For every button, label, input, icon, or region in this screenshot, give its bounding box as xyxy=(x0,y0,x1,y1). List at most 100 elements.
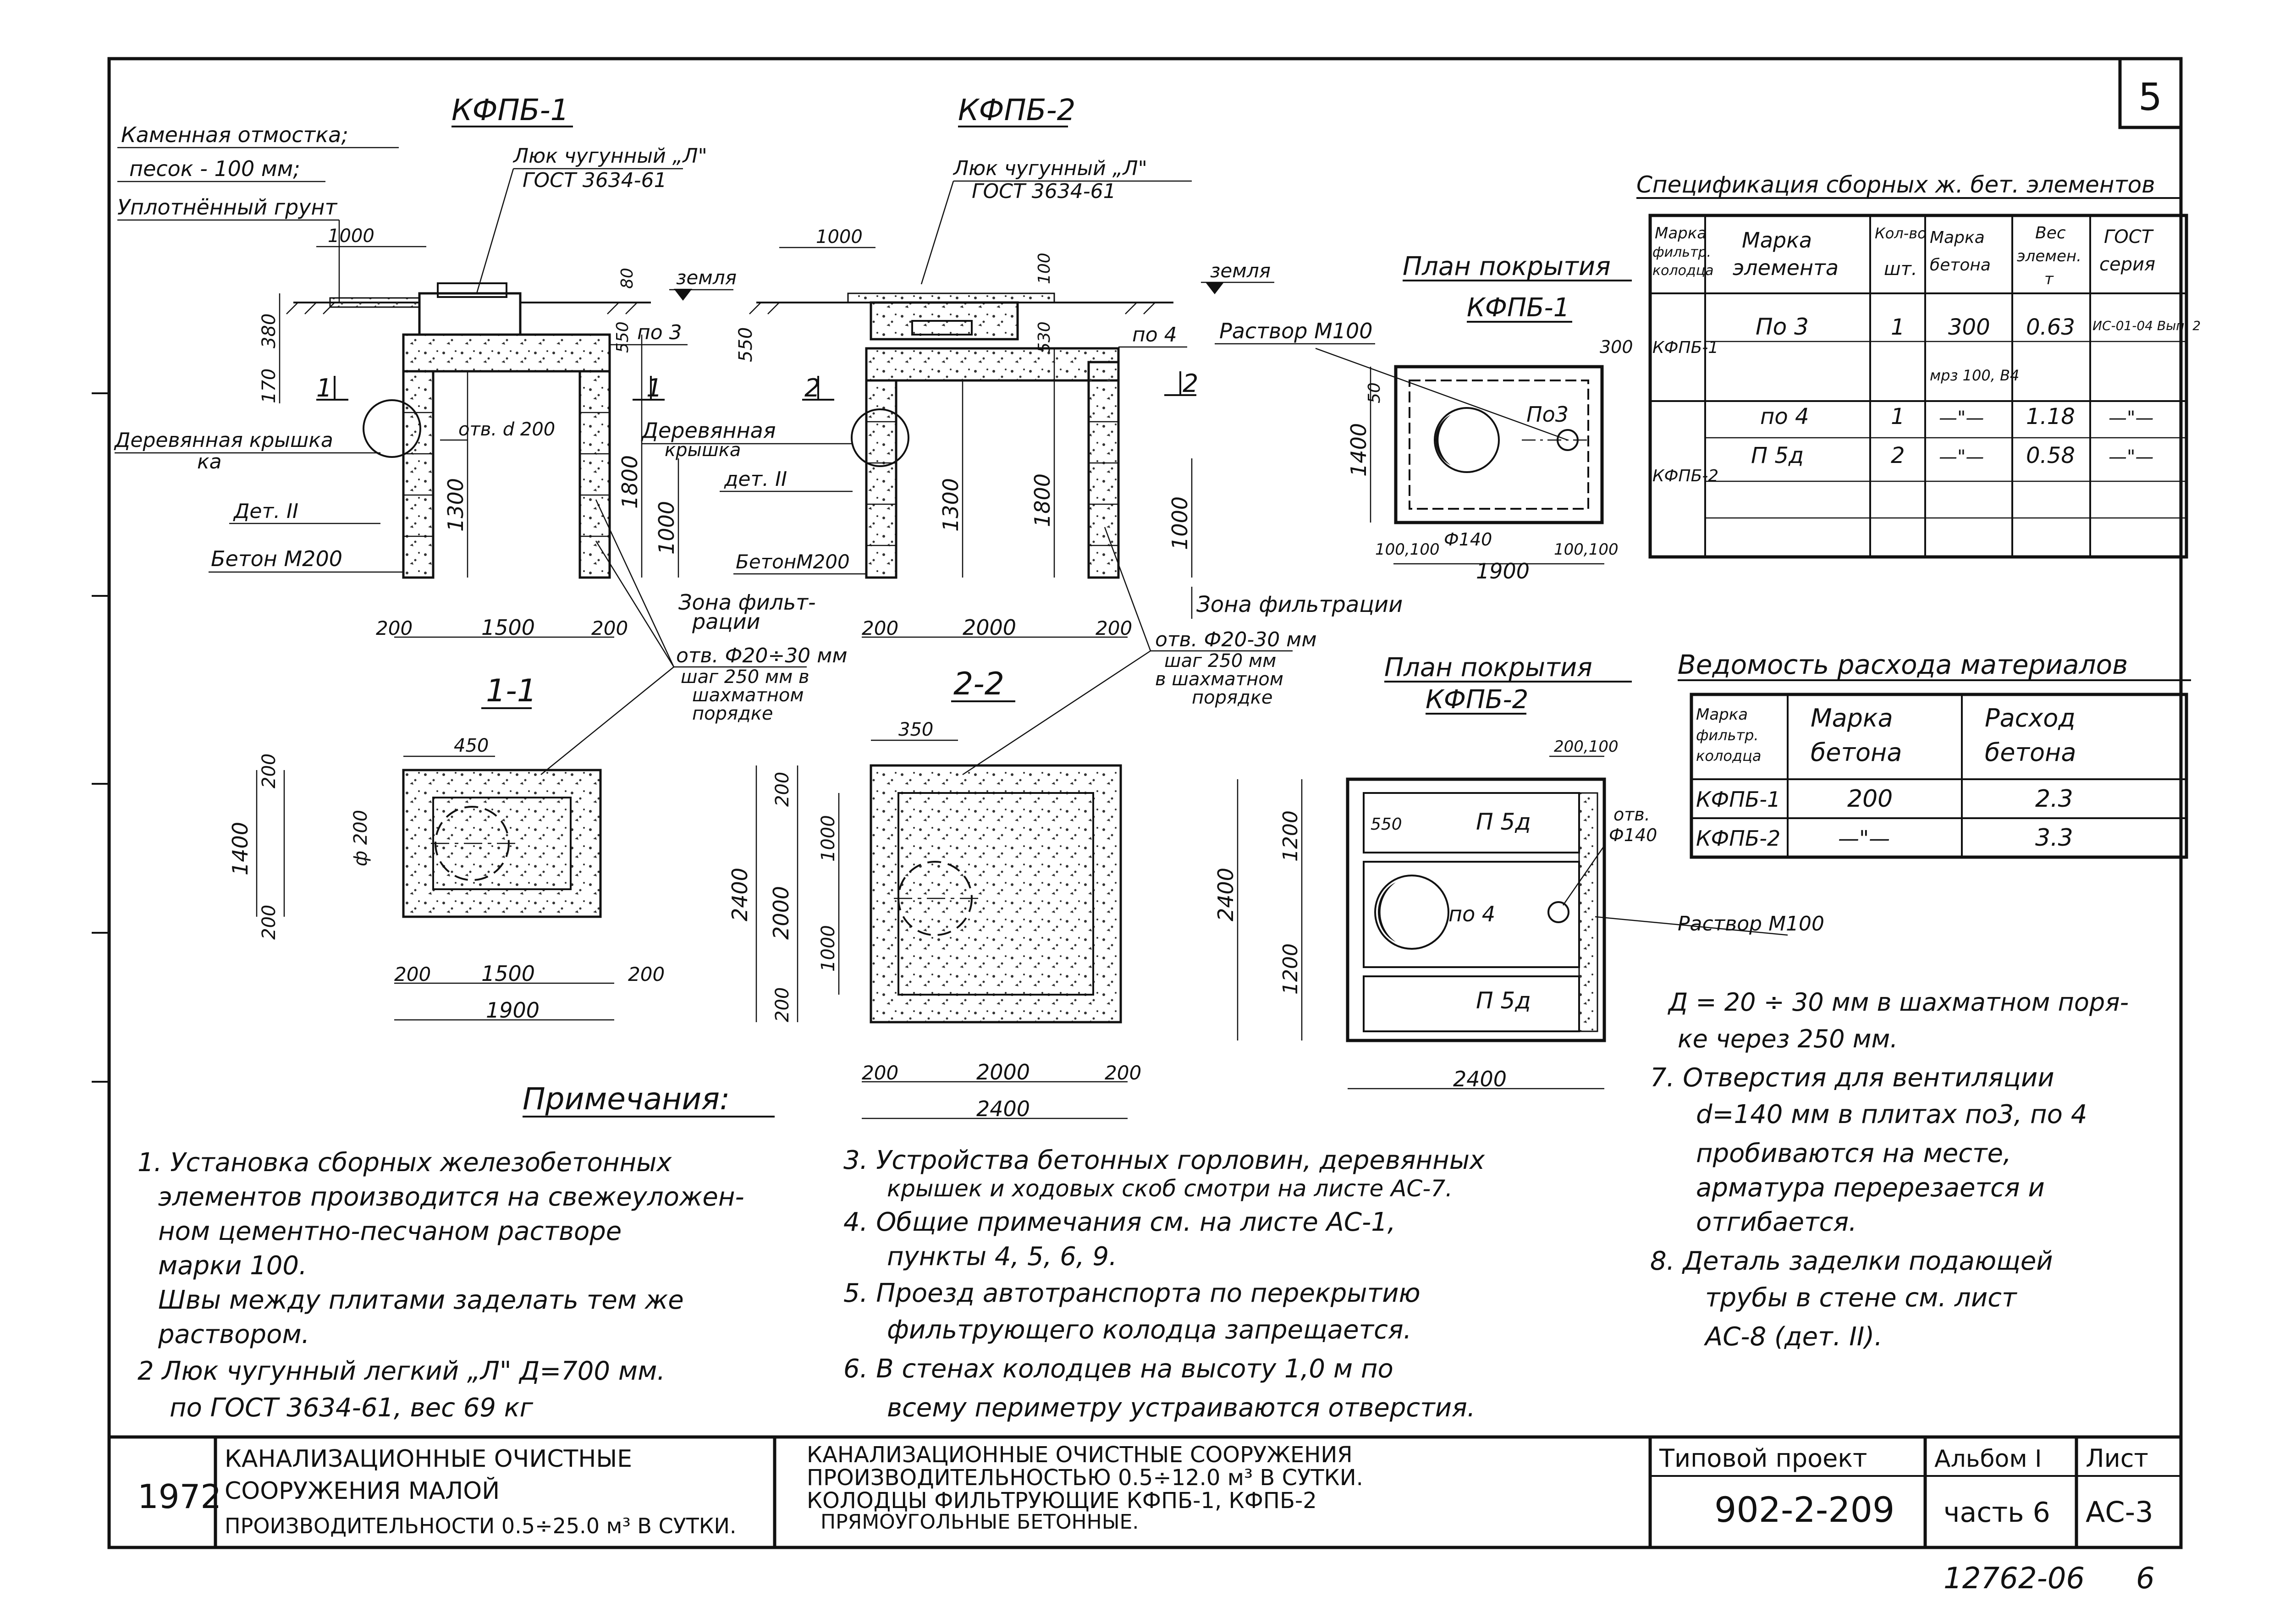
note8-l1: 8. Деталь заделки подающей xyxy=(1650,1246,2053,1276)
det2-right: дет. II xyxy=(724,468,787,491)
note7-l4: арматура перерезается и xyxy=(1696,1173,2045,1203)
po3-label: по 3 xyxy=(637,321,682,344)
otv-right-4: порядке xyxy=(1192,687,1273,708)
s11-dim-200-r: 200 xyxy=(628,963,665,985)
kfpb1-dim-1300: 1300 xyxy=(443,478,468,532)
beton-left: Бетон М200 xyxy=(211,546,342,571)
spec-r1-ves: 0.63 xyxy=(2026,314,2075,340)
kfpb1-section: КФПБ-1 Каменная отмостка; песок - 100 мм… xyxy=(114,94,848,775)
mat-r2-rashod: 3.3 xyxy=(2035,824,2073,852)
note6-cont-l1: Д = 20 ÷ 30 мм в шахматном поря- xyxy=(1668,988,2129,1017)
zona-left-2: рации xyxy=(692,609,760,634)
note2-l1: 2 Люк чугунный легкий „Л" Д=700 мм. xyxy=(138,1356,665,1386)
materials-table-title: Ведомость расхода материалов xyxy=(1678,649,2128,680)
section-2-2: 2-2 350 200 2400 2000 1000 1000 200 200 … xyxy=(727,666,1141,1121)
cut2-right: 2 xyxy=(1183,369,1198,398)
hatch-label-left: Люк чугунный „Л" xyxy=(512,144,707,168)
cut1-left: 1 xyxy=(316,374,332,402)
plan1-po3: По3 xyxy=(1526,402,1569,427)
plan1-dim-100-l: 100,100 xyxy=(1375,540,1440,559)
note3-l2: крышек и ходовых скоб смотри на листе АС… xyxy=(887,1175,1453,1202)
s22-dim-200-t: 200 xyxy=(772,772,793,807)
kfpb2-dim-1000-b: 1000 xyxy=(1167,496,1192,550)
zona-right: Зона фильтрации xyxy=(1196,592,1403,617)
series-title-2: СООРУЖЕНИЯ МАЛОЙ xyxy=(225,1477,500,1505)
materials-table: Ведомость расхода материалов Марка фильт… xyxy=(1678,649,2191,859)
spec-r4-gost: —"— xyxy=(2109,446,2153,468)
spec-r4-qty: 2 xyxy=(1891,443,1905,468)
zona-left-1: Зона фильт- xyxy=(678,590,816,615)
mat-r1-mark: КФПБ-1 xyxy=(1696,787,1780,812)
mat-h-mark-1: Марка xyxy=(1696,705,1748,724)
title-year: 1972 xyxy=(138,1477,221,1516)
album-label: Альбом I xyxy=(1934,1445,2042,1473)
spec-r3-elem: по 4 xyxy=(1760,404,1809,429)
otv-left-2: шаг 250 мм в xyxy=(681,666,809,688)
s11-dim-1900: 1900 xyxy=(486,998,540,1023)
sheet-title-3: КОЛОДЦЫ ФИЛЬТРУЮЩИЕ КФПБ-1, КФПБ-2 xyxy=(807,1488,1317,1514)
kfpb1-dim-1500: 1500 xyxy=(481,615,535,640)
spec-h-qty-2: шт. xyxy=(1884,259,1917,280)
spec-h-qty-1: Кол-во xyxy=(1875,225,1927,242)
list-number: АС-3 xyxy=(2086,1495,2153,1529)
spec-r3-mark: КФПБ-2 xyxy=(1652,467,1718,485)
kfpb2-dim-1000: 1000 xyxy=(816,226,863,248)
ground-note-3: Уплотнённый грунт xyxy=(117,195,337,220)
spec-h-ves-3: т xyxy=(2044,270,2054,288)
spec-h-gost-2: серия xyxy=(2099,254,2155,275)
spec-r1-elem: По 3 xyxy=(1756,314,1809,340)
kfpb1-dim-380: 380 xyxy=(259,314,280,348)
spec-r4-ves: 0.58 xyxy=(2026,443,2075,468)
project-label: Типовой проект xyxy=(1659,1444,1867,1473)
mat-h-rashod-2: бетона xyxy=(1985,738,2076,767)
sheet-number: 5 xyxy=(2138,76,2162,119)
spec-r4-beton: —"— xyxy=(1939,446,1984,468)
notes: Примечания: 1. Установка сборных железоб… xyxy=(138,988,2129,1423)
note1-l3: ном цементно-песчаном растворе xyxy=(158,1217,622,1246)
plan2-dim-200-100: 200,100 xyxy=(1554,738,1619,756)
kfpb2-title: КФПБ-2 xyxy=(958,94,1075,127)
note2-l2: по ГОСТ 3634-61, вес 69 кг xyxy=(170,1393,534,1423)
zemlya-right: земля xyxy=(1210,259,1271,282)
plan2-dim-2400-v: 2400 xyxy=(1213,868,1238,921)
note1-l2: элементов производится на свежеуложен- xyxy=(158,1182,744,1212)
kfpb2-dim-550: 550 xyxy=(735,327,756,362)
note1-l1: 1. Установка сборных железобетонных xyxy=(138,1148,672,1178)
kfpb1-dim-170: 170 xyxy=(259,369,280,403)
project-number: 902-2-209 xyxy=(1714,1489,1894,1530)
plan2-p5d-bot: П 5д xyxy=(1476,987,1531,1014)
album-part: часть 6 xyxy=(1944,1497,2050,1529)
spec-h-mark-2: фильтр. xyxy=(1652,244,1711,260)
kfpb2-section: КФПБ-2 Люк чугунный „Л" ГОСТ 3634-61 100… xyxy=(641,94,1403,776)
sheet-title-2: ПРОИЗВОДИТЕЛЬНОСТЬЮ 0.5÷12.0 м³ В СУТКИ. xyxy=(807,1465,1363,1491)
spec-table-title: Спецификация сборных ж. бет. элементов xyxy=(1636,171,2155,198)
s11-dim-200-b: 200 xyxy=(259,905,280,940)
s22-dim-1000-b: 1000 xyxy=(818,925,839,972)
note8-l2: трубы в стене см. лист xyxy=(1705,1283,2017,1313)
footer-page: 6 xyxy=(2136,1562,2155,1596)
note4-l1: 4. Общие примечания см. на листе АС-1, xyxy=(843,1207,1396,1237)
mat-r1-beton: 200 xyxy=(1847,785,1893,813)
note5-l2: фильтрующего колодца запрещается. xyxy=(887,1315,1411,1345)
hatch-label-right: Люк чугунный „Л" xyxy=(953,157,1147,180)
s22-dim-1000-a: 1000 xyxy=(818,815,839,862)
hatch-gost-left: ГОСТ 3634-61 xyxy=(523,169,667,192)
s22-dim-2000-h: 2000 xyxy=(976,1060,1030,1085)
mat-h-beton-1: Марка xyxy=(1811,704,1893,732)
spec-h-mark-1: Марка xyxy=(1655,224,1707,242)
s22-dim-2400: 2400 xyxy=(727,868,752,921)
spec-h-elem-2: элемента xyxy=(1733,255,1839,280)
plan1-phi140: Ф140 xyxy=(1444,529,1492,550)
title-block: 1972 КАНАЛИЗАЦИОННЫЕ ОЧИСТНЫЕ СООРУЖЕНИЯ… xyxy=(107,1435,2183,1549)
note4-l2: пункты 4, 5, 6, 9. xyxy=(887,1242,1117,1272)
spec-r1-gost: ИС-01-04 Вып. 2 xyxy=(2092,318,2201,333)
plan2-po4: по 4 xyxy=(1448,902,1495,926)
kfpb2-dim-1300: 1300 xyxy=(938,478,963,532)
spec-h-mark-3: колодца xyxy=(1652,263,1714,279)
otv-left-3: шахматном xyxy=(692,685,804,706)
s11-dim-1400: 1400 xyxy=(228,822,253,875)
footer-number: 12762-06 xyxy=(1944,1562,2085,1596)
note3-l1: 3. Устройства бетонных горловин, деревян… xyxy=(843,1145,1485,1175)
plan-kfpb1: План покрытия КФПБ-1 По3 300 50 1400 Ф14… xyxy=(1315,252,1633,584)
